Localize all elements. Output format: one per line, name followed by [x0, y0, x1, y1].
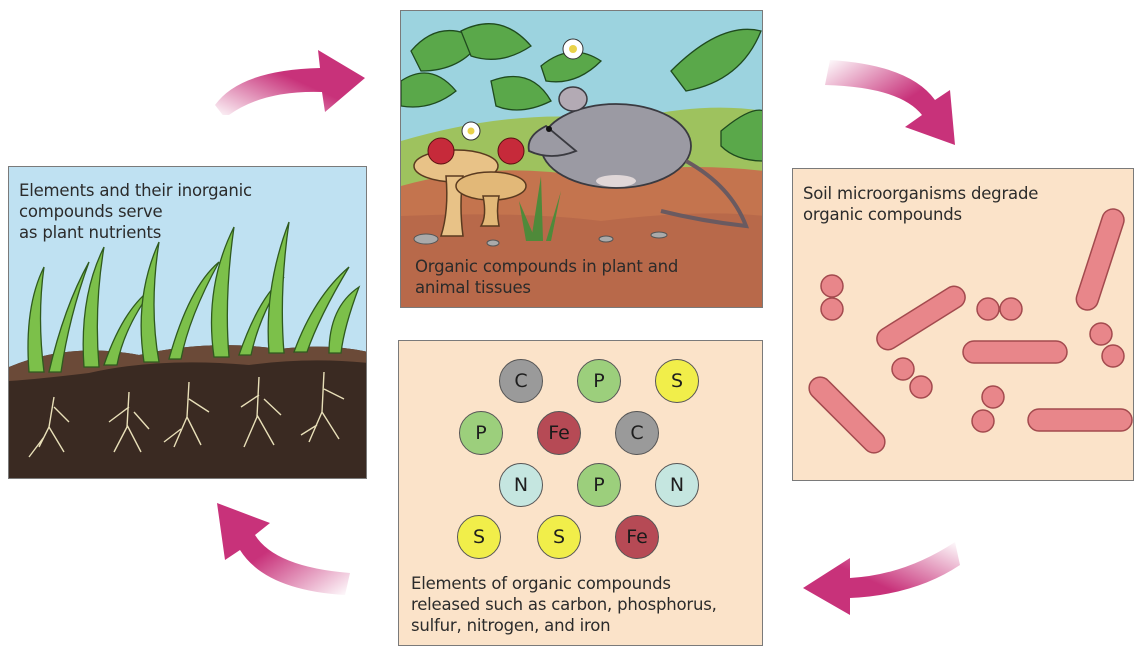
element-atom-fe: Fe [537, 411, 581, 455]
caption-line: Elements and their inorganic [19, 180, 252, 201]
caption-line: Soil microorganisms degrade [803, 183, 1038, 204]
soil-microorganisms-panel: Soil microorganisms degrade organic comp… [792, 168, 1134, 481]
element-atom-fe: Fe [615, 515, 659, 559]
caption-line: animal tissues [415, 277, 678, 298]
cycle-arrow-bottom-left [195, 495, 355, 605]
organic-compounds-panel: Organic compounds in plant and animal ti… [400, 10, 763, 308]
element-atom-p: P [577, 463, 621, 507]
element-atom-s: S [457, 515, 501, 559]
cycle-arrow-bottom-right [795, 530, 965, 620]
element-atom-c: C [499, 359, 543, 403]
soil-microorganisms-caption: Soil microorganisms degrade organic comp… [803, 183, 1038, 225]
caption-line: compounds serve [19, 201, 252, 222]
element-atom-s: S [537, 515, 581, 559]
element-atom-c: C [615, 411, 659, 455]
element-atom-n: N [499, 463, 543, 507]
plant-nutrients-panel: Elements and their inorganic compounds s… [8, 166, 367, 479]
element-atom-p: P [459, 411, 503, 455]
element-atom-s: S [655, 359, 699, 403]
flower-icon [563, 39, 583, 59]
element-atom-p: P [577, 359, 621, 403]
caption-line: sulfur, nitrogen, and iron [411, 615, 717, 636]
plant-nutrients-caption: Elements and their inorganic compounds s… [19, 180, 252, 243]
caption-line: Organic compounds in plant and [415, 256, 678, 277]
caption-line: organic compounds [803, 204, 1038, 225]
cycle-arrow-top-left [200, 20, 380, 115]
released-elements-caption: Elements of organic compounds released s… [411, 573, 717, 636]
caption-line: as plant nutrients [19, 222, 252, 243]
caption-line: released such as carbon, phosphorus, [411, 594, 717, 615]
organic-compounds-caption: Organic compounds in plant and animal ti… [415, 256, 678, 298]
cycle-arrow-top-right [820, 45, 980, 155]
caption-line: Elements of organic compounds [411, 573, 717, 594]
element-atom-n: N [655, 463, 699, 507]
